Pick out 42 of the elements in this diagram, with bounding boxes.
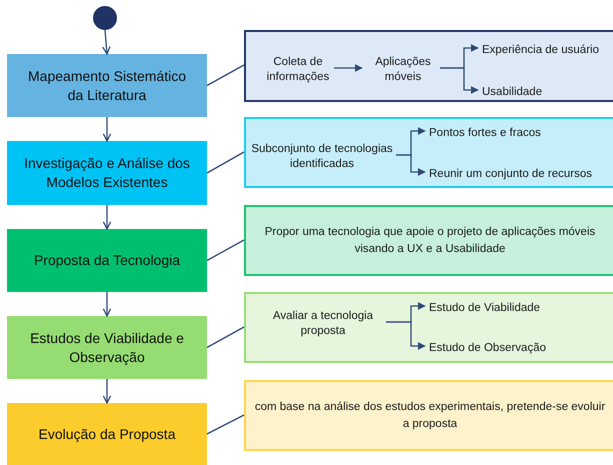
process-box bbox=[7, 54, 207, 117]
detail-panel bbox=[244, 380, 613, 451]
topic-text: Experiência de usuário bbox=[482, 41, 612, 59]
arrow bbox=[334, 64, 363, 72]
connector-line bbox=[206, 326, 244, 348]
start-node bbox=[93, 6, 117, 30]
branch-arrow bbox=[440, 67, 479, 94]
arrow bbox=[102, 117, 112, 142]
topic-text: Avaliar a tecnologia proposta bbox=[262, 308, 384, 340]
process-label: Estudos de Viabilidade e Observação bbox=[29, 328, 185, 366]
connector-line bbox=[206, 64, 244, 86]
branch-arrow bbox=[396, 154, 426, 176]
connector-line bbox=[206, 414, 244, 435]
detail-panel bbox=[244, 30, 613, 102]
topic-text: Subconjunto de tecnologias identificadas bbox=[250, 141, 394, 173]
topic-text: Coleta de informações bbox=[262, 54, 334, 86]
connector-line bbox=[206, 239, 244, 262]
arrow bbox=[102, 30, 111, 55]
connector-line bbox=[206, 151, 244, 174]
detail-panel bbox=[244, 205, 613, 276]
process-label: Proposta da Tecnologia bbox=[34, 251, 180, 270]
topic-text: Aplicações móveis bbox=[368, 54, 438, 86]
detail-panel bbox=[244, 292, 613, 363]
process-box bbox=[7, 229, 207, 292]
process-box bbox=[7, 403, 207, 465]
process-label: Evolução da Proposta bbox=[38, 424, 176, 444]
topic-text: Estudo de Observação bbox=[429, 339, 609, 357]
topic-text: Usabilidade bbox=[482, 83, 612, 101]
process-label: Investigação e Análise dos Modelos Existentes bbox=[23, 154, 191, 192]
panel-text: com base na análise dos estudos experimentais, pretende-se evoluir a proposta bbox=[254, 400, 606, 432]
topic-text: Pontos fortes e fracos bbox=[429, 124, 609, 142]
arrow bbox=[102, 205, 112, 230]
topic-text: Reunir um conjunto de recursos bbox=[429, 165, 609, 183]
panel-text: Propor uma tecnologia que apoie o projeto de aplicações móveis visando a UX e a Usabilidade bbox=[264, 224, 596, 256]
topic-text: Estudo de Viabilidade bbox=[429, 299, 609, 317]
arrow bbox=[102, 379, 112, 404]
detail-panel bbox=[244, 117, 613, 188]
arrow bbox=[102, 292, 112, 317]
process-label: Mapeamento Sistemático da Literatura bbox=[27, 66, 187, 104]
process-box bbox=[7, 316, 207, 379]
process-box bbox=[7, 141, 207, 205]
branch-arrow bbox=[386, 321, 426, 350]
